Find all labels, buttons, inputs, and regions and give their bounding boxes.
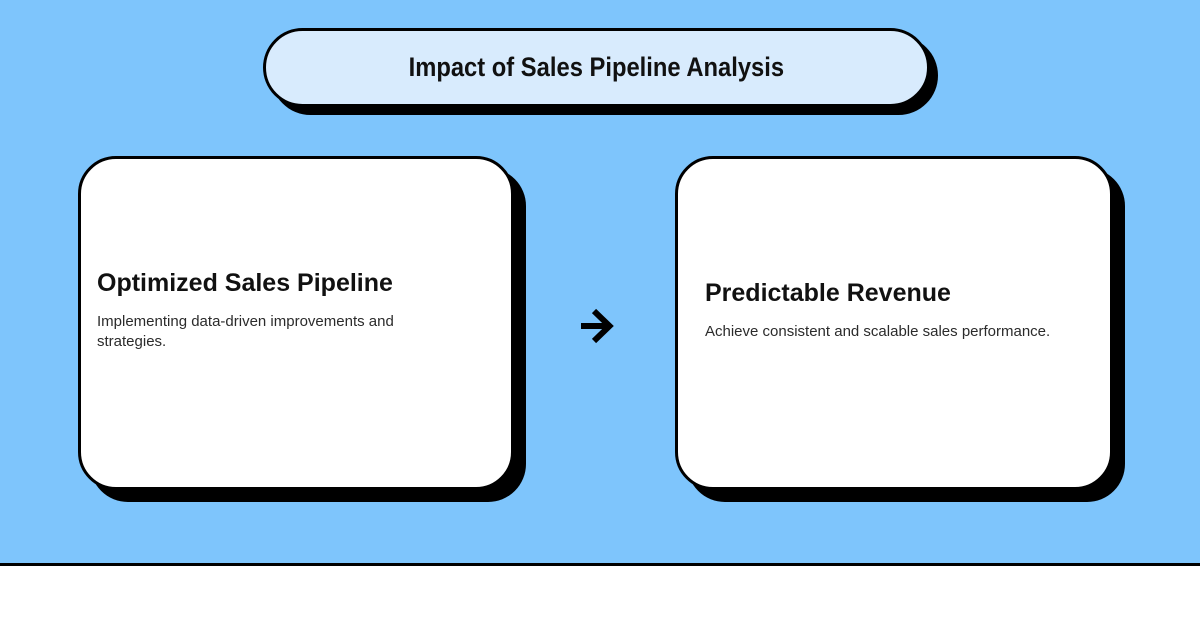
card-optimized-sales-pipeline: Optimized Sales Pipeline Implementing da… (78, 156, 514, 490)
card-predictable-revenue: Predictable Revenue Achieve consistent a… (675, 156, 1113, 490)
diagram-title: Impact of Sales Pipeline Analysis (408, 52, 785, 82)
footer-strip (0, 566, 1200, 630)
card-description: Implementing data-driven improvements an… (97, 313, 394, 350)
card-title: Optimized Sales Pipeline (97, 269, 393, 297)
card-description: Achieve consistent and scalable sales pe… (705, 323, 1051, 340)
arrow-right-icon (581, 308, 614, 344)
title-banner: Impact of Sales Pipeline Analysis (263, 28, 930, 107)
flow-arrow (577, 304, 617, 348)
card-title: Predictable Revenue (705, 279, 951, 307)
